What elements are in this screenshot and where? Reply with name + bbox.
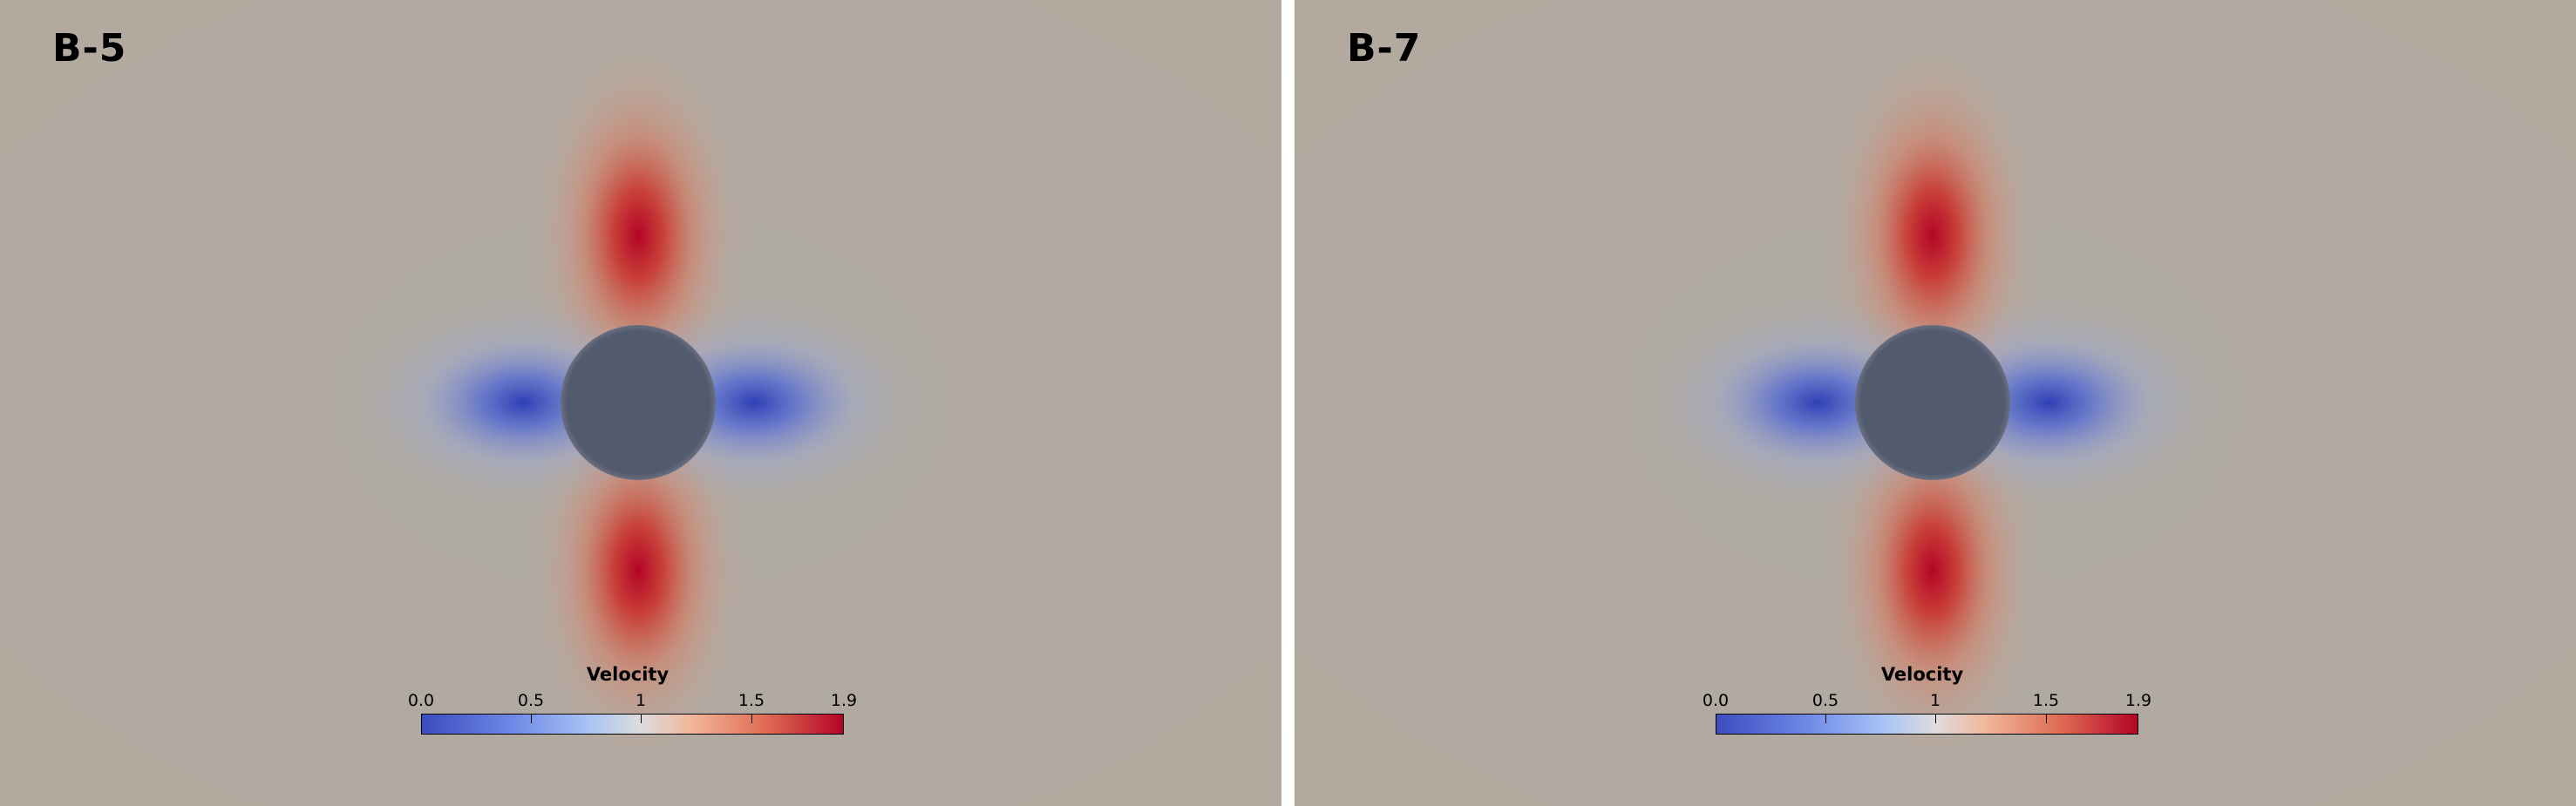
colorbar-tick-label: 1.9	[830, 691, 858, 710]
cylinder	[561, 325, 716, 480]
flow-field-render	[0, 0, 1281, 806]
colorbar-tick-label: 1	[1929, 691, 1941, 710]
colorbar-tick-label: 0.5	[517, 691, 545, 710]
colorbar-tick-mark	[641, 714, 642, 723]
panel-b7: B-7 Velocity 0.0 0.5 1 1.5 1.9	[1295, 0, 2576, 806]
panel-title: B-5	[52, 26, 127, 71]
colorbar-tick-label: 0.0	[407, 691, 435, 710]
colorbar-tick-mark	[1935, 714, 1936, 723]
colorbar-tick-mark	[751, 714, 752, 723]
panel-title: B-7	[1347, 26, 1422, 71]
colorbar-tick-label: 1.5	[2032, 691, 2060, 710]
colorbar-tick-label: 1.9	[2124, 691, 2152, 710]
colorbar-gradient	[1716, 714, 2138, 735]
colorbar-gradient	[421, 714, 844, 735]
cylinder	[1855, 325, 2010, 480]
colorbar-tick-label: 1	[635, 691, 647, 710]
flow-field-render	[1295, 0, 2576, 806]
colorbar-tick-mark	[1825, 714, 1826, 723]
colorbar-title: Velocity	[586, 664, 669, 685]
colorbar-tick-label: 0.5	[1811, 691, 1839, 710]
colorbar-tick-mark	[531, 714, 532, 723]
colorbar-tick-label: 0.0	[1702, 691, 1730, 710]
colorbar-title: Velocity	[1880, 664, 1964, 685]
colorbar-tick-mark	[2046, 714, 2047, 723]
panel-b5: B-5 Velocity 0.0 0.5 1 1.5 1.9	[0, 0, 1281, 806]
velocity-colorbar: Velocity 0.0 0.5 1 1.5 1.9	[366, 664, 889, 760]
velocity-colorbar: Velocity 0.0 0.5 1 1.5 1.9	[1661, 664, 2184, 760]
colorbar-tick-label: 1.5	[737, 691, 765, 710]
